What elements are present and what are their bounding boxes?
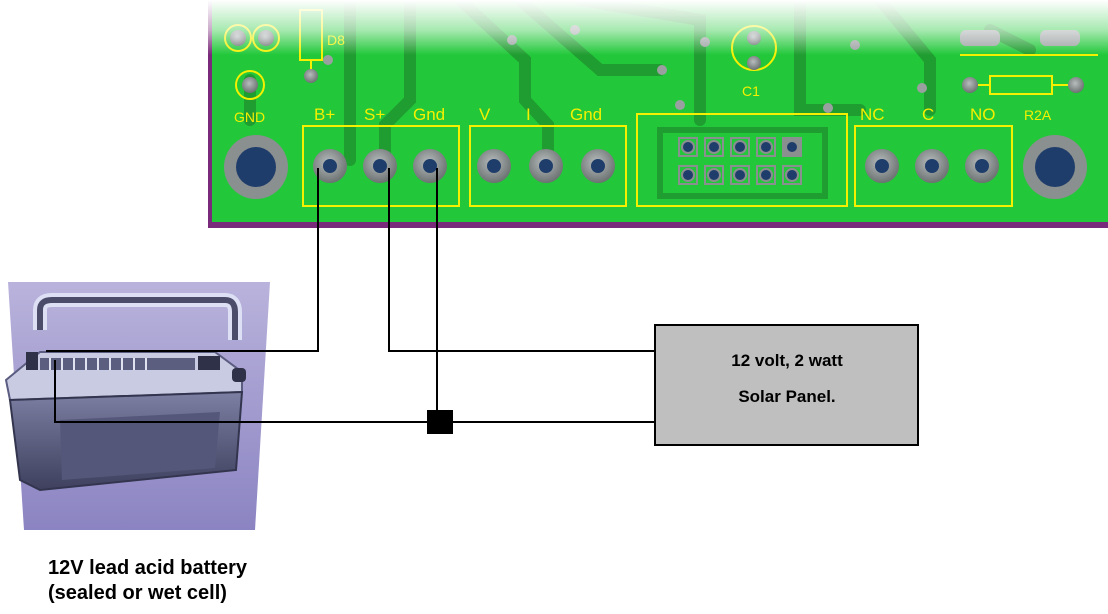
- battery-caption: 12V lead acid battery (sealed or wet cel…: [48, 556, 247, 606]
- idc-pin: [678, 137, 698, 157]
- wiring: [46, 168, 655, 423]
- label-c: C: [922, 105, 934, 124]
- idc-pin-hole: [785, 168, 799, 182]
- idc-pin-hole: [733, 140, 747, 154]
- idc-pin: [756, 137, 776, 157]
- wire-common-ground: [54, 360, 655, 423]
- label-nc: NC: [860, 105, 885, 124]
- solar-panel-box: 12 volt, 2 watt Solar Panel.: [654, 324, 919, 446]
- solar-panel-line2: Solar Panel.: [738, 387, 835, 406]
- battery-caption-line2: (sealed or wet cell): [48, 582, 227, 604]
- battery-caption-line1: 12V lead acid battery: [48, 557, 247, 579]
- idc-pin-hole: [707, 140, 721, 154]
- idc-pin-hole: [681, 168, 695, 182]
- battery-illustration: [4, 282, 270, 530]
- wire-battery-positive: [46, 168, 319, 352]
- idc-pin-hole: [759, 140, 773, 154]
- label-bplus: B+: [314, 105, 335, 124]
- wire-solar-positive: [388, 168, 655, 352]
- c1-label: C1: [742, 83, 760, 99]
- ground-junction: [427, 410, 453, 434]
- gnd-label-top: GND: [234, 109, 265, 125]
- label-gnd2: Gnd: [570, 105, 602, 124]
- idc-pin-hole: [759, 168, 773, 182]
- terminal-block-relay: NC C NO: [854, 105, 1013, 207]
- terminal-block-signal: V I Gnd: [469, 105, 627, 207]
- label-no: NO: [970, 105, 996, 124]
- terminal-block-power: B+ S+ Gnd: [302, 105, 460, 207]
- idc-pin: [730, 165, 750, 185]
- r2a-label: R2A: [1024, 107, 1052, 123]
- idc-pin: [704, 165, 724, 185]
- idc-pin-hole: [785, 140, 799, 154]
- label-gnd1: Gnd: [413, 105, 445, 124]
- idc-pin: [678, 165, 698, 185]
- idc-header: [636, 113, 848, 207]
- mounting-hole-right: [1023, 135, 1087, 199]
- label-splus: S+: [364, 105, 385, 124]
- idc-pin-hole: [707, 168, 721, 182]
- idc-pin: [756, 165, 776, 185]
- idc-pin-hole: [733, 168, 747, 182]
- solar-panel-line1: 12 volt, 2 watt: [731, 351, 843, 370]
- mounting-hole-left: [224, 135, 288, 199]
- label-i: I: [526, 105, 531, 124]
- pcb-board: GND D8 C1 R2A: [180, 0, 1108, 228]
- idc-pin-hole: [681, 140, 695, 154]
- label-v: V: [479, 105, 491, 124]
- idc-pin: [730, 137, 750, 157]
- idc-pin: [782, 165, 802, 185]
- idc-pin: [704, 137, 724, 157]
